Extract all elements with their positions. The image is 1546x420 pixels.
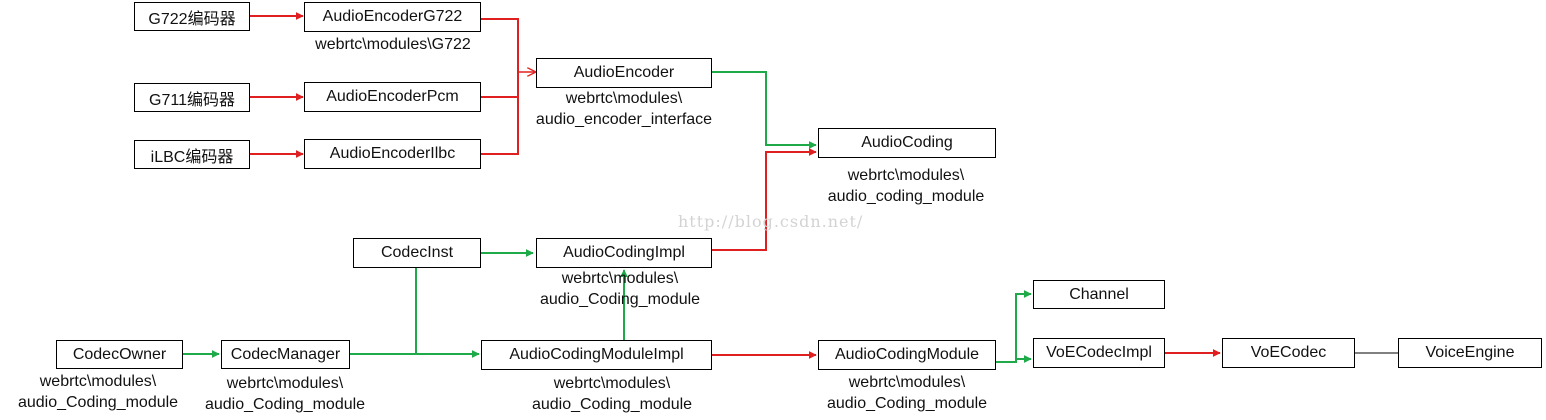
node-codecinst: CodecInst [353,238,481,268]
node-audiocodingmoduleimpl: AudioCodingModuleImpl [481,340,712,370]
path-audiocodingimpl: webrtc\modules\ audio_Coding_module [520,268,720,310]
node-audiocodingimpl: AudioCodingImpl [536,238,712,268]
node-voiceengine: VoiceEngine [1398,338,1542,368]
path-line-2: audio_Coding_module [826,395,988,412]
arrow-audiocodingimpl-to-audiocoding [712,148,817,251]
node-audioencoderilbc: AudioEncoderIlbc [304,139,481,169]
watermark: http://blog.csdn.net/ [678,212,864,231]
path-audiocodingmodule: webrtc\modules\ audio_Coding_module [807,372,1007,414]
arrow-acm-to-channel [1015,290,1032,362]
node-ilbc-encoder: iLBC编码器 [134,140,250,169]
path-audiocoding: webrtc\modules\ audio_coding_module [806,165,1006,207]
node-channel: Channel [1033,280,1165,309]
node-voecodecimpl: VoECodecImpl [1033,338,1165,368]
path-line-2: audio_encoder_interface [535,111,713,128]
node-codecmanager: CodecManager [221,340,350,369]
path-line-1: webrtc\modules\ [847,167,965,184]
arrow-audioencoder-to-audiocoding [712,71,817,149]
path-g722: webrtc\modules\G722 [306,34,480,55]
path-line-2: audio_Coding_module [531,396,693,413]
node-codecowner: CodecOwner [56,340,183,369]
path-line-1: webrtc\modules\ [226,375,344,392]
node-g711-encoder: G711编码器 [134,83,250,112]
path-line-1: webrtc\modules\ [39,373,157,390]
path-audioencoder: webrtc\modules\ audio_encoder_interface [524,88,724,130]
path-line-1: webrtc\modules\ [553,375,671,392]
line-g722-to-bus [481,18,519,155]
node-audioencoderg722: AudioEncoderG722 [304,2,481,32]
node-audioencoderpcm: AudioEncoderPcm [304,82,481,112]
node-audiocoding: AudioCoding [818,128,996,158]
node-g722-encoder: G722编码器 [134,2,250,31]
path-line-1: webrtc\modules\ [848,374,966,391]
path-audiocodingmoduleimpl: webrtc\modules\ audio_Coding_module [512,373,712,415]
path-line-2: audio_Coding_module [17,394,179,411]
path-g722-text: webrtc\modules\G722 [315,36,471,53]
node-audioencoder: AudioEncoder [536,58,712,88]
path-line-1: webrtc\modules\ [565,90,683,107]
node-audiocodingmodule: AudioCodingModule [818,340,996,370]
path-codecmanager: webrtc\modules\ audio_Coding_module [190,373,380,415]
path-line-1: webrtc\modules\ [561,270,679,287]
node-voecodec: VoECodec [1222,338,1355,368]
path-codecowner: webrtc\modules\ audio_Coding_module [4,371,192,413]
path-line-2: audio_Coding_module [539,291,701,308]
arrow-acm-to-voecodecimpl [996,355,1032,363]
path-line-2: audio_Coding_module [204,396,366,413]
path-line-2: audio_coding_module [827,188,985,205]
